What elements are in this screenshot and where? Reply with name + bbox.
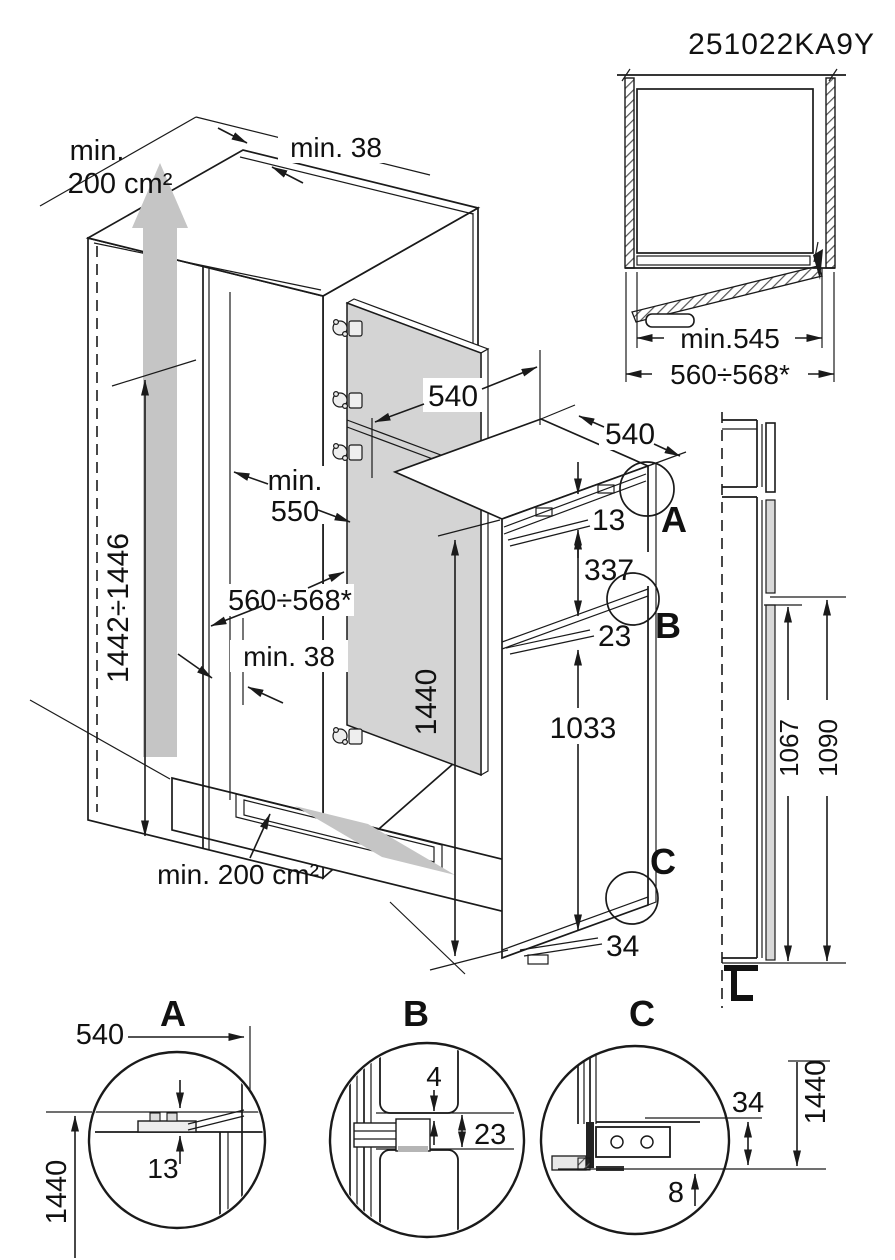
detail-b-content (349, 1045, 514, 1235)
detail-a: A 540 13 1440 (41, 993, 267, 1258)
door-edge-section (586, 1122, 594, 1168)
detail-c-overlap-label: 34 (732, 1087, 764, 1119)
cutout-height-label: 1090 (813, 719, 843, 777)
plan-left-wall (624, 77, 635, 269)
recess-width-label: 560÷568* (670, 359, 790, 390)
bottom-vent-label: min. 200 cm² (157, 859, 319, 890)
detail-b: B 4 23 (328, 993, 526, 1239)
detail-c-content (551, 1048, 700, 1171)
door-overlap-label: 23 (598, 620, 631, 653)
detail-marker-circle-c (605, 871, 659, 925)
airflow-band (143, 226, 177, 757)
top-clearance-label: 13 (592, 504, 625, 537)
cabinet-height-label: 1442÷1446 (102, 533, 135, 683)
cabinet-top-face (85, 149, 481, 297)
detail-a-width-label: 540 (76, 1019, 124, 1051)
detail-a-title: A (160, 993, 186, 1034)
detail-b-lip-label: 4 (426, 1061, 442, 1092)
detail-c: C 34 1440 8 (539, 993, 832, 1236)
detail-a-circle (87, 1050, 267, 1230)
detail-c-gap-label: 8 (668, 1177, 684, 1209)
mounting-bracket (137, 1120, 197, 1133)
hinge-pin (353, 1122, 399, 1148)
plan-appliance-body (636, 88, 814, 254)
niche-depth-label-min: min. (268, 465, 323, 497)
plan-right-wall (825, 77, 836, 269)
door-width-label: 540 (428, 380, 478, 413)
lower-door-panel-section (765, 604, 776, 961)
detail-c-title: C (629, 993, 655, 1034)
appliance-height-label: 1440 (410, 669, 443, 736)
detail-b-title: B (403, 993, 429, 1034)
bracket-hole (640, 1135, 654, 1149)
bottom-bracket (595, 1126, 671, 1158)
side-gap-label: min. 38 (243, 641, 335, 672)
upper-door-height-label: 337 (584, 554, 634, 587)
detail-a-gap-label: 13 (147, 1153, 178, 1184)
model-number: 251022KA9Y (688, 28, 875, 61)
top-vent-label-area: 200 cm² (68, 168, 173, 200)
hinge-icon (332, 443, 363, 462)
main-isometric-view: min. 200 cm² min. 38 1442÷1446 min. 550 … (29, 116, 687, 975)
niche-depth-label-value: 550 (271, 496, 319, 528)
upper-door-panel-section (765, 422, 776, 493)
plan-door-handle (645, 313, 695, 328)
detail-c-height-label: 1440 (800, 1060, 832, 1125)
detail-a-height-label: 1440 (41, 1160, 73, 1225)
upper-gray-panel-section (765, 499, 776, 594)
door-hinges (332, 319, 363, 745)
side-view-foot (724, 965, 758, 1001)
appliance-width-label: 540 (605, 418, 655, 451)
detail-marker-a-label: A (661, 499, 687, 540)
detail-marker-circle-a (619, 461, 675, 517)
detail-a-content (91, 1054, 263, 1226)
airflow-arrow-up-icon (132, 163, 188, 228)
panel-height-label: 1067 (774, 719, 804, 777)
top-vent-label-min: min. (70, 135, 125, 167)
detail-marker-c-label: C (650, 841, 676, 882)
side-view: 1067 1090 (721, 412, 846, 1008)
airflow-band-bottom (295, 806, 455, 875)
hinge-icon (332, 726, 363, 745)
detail-marker-b-label: B (655, 605, 681, 646)
recess-depth-label: min.545 (680, 323, 780, 354)
hinge-icon (332, 319, 363, 338)
lower-door-height-label: 1033 (550, 712, 617, 745)
plan-view: min.545 560÷568* (617, 68, 846, 390)
top-gap-label: min. 38 (290, 132, 382, 163)
detail-b-overlap-label: 23 (474, 1119, 506, 1151)
detail-marker-circle-b (606, 572, 660, 626)
bottom-overlap-label: 34 (606, 930, 639, 963)
hinge-icon (332, 391, 363, 410)
bracket-hole (610, 1135, 624, 1149)
lower-door-section (379, 1149, 459, 1235)
